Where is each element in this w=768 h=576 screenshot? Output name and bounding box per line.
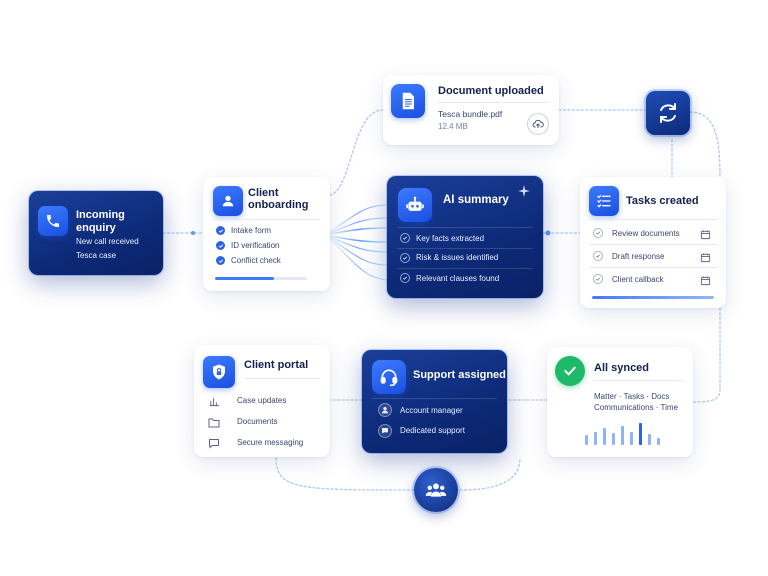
ai-summary-title: AI summary <box>443 194 509 206</box>
divider <box>438 102 550 103</box>
headset-icon <box>372 360 406 394</box>
divider <box>244 378 320 379</box>
user-icon <box>378 403 392 417</box>
divider <box>213 219 320 220</box>
onboarding-item: Intake form <box>231 226 272 235</box>
sync-bar <box>612 433 615 445</box>
tasks-progress <box>592 296 714 299</box>
portal-item: Documents <box>237 417 278 426</box>
task-item: Client callback <box>612 275 664 284</box>
check-icon <box>216 226 225 235</box>
refresh-icon[interactable] <box>646 91 690 135</box>
shield-lock-icon <box>203 356 235 388</box>
onboarding-item: ID verification <box>231 241 280 250</box>
incoming-title: Incoming enquiry <box>76 209 125 234</box>
ai-summary-card[interactable]: AI summary Key facts extracted Risk & is… <box>387 176 543 298</box>
onboarding-item: Conflict check <box>231 256 281 265</box>
ai-summary-item: Relevant clauses found <box>416 274 500 283</box>
divider <box>594 380 684 381</box>
folder-icon <box>208 416 220 428</box>
sync-bar <box>585 435 588 445</box>
check-icon <box>216 241 225 250</box>
check-circle-icon <box>593 228 603 238</box>
phone-icon <box>38 206 68 236</box>
divider <box>589 244 717 245</box>
incoming-line-2: Tesca case <box>76 251 117 260</box>
check-circle-icon <box>400 233 410 243</box>
sync-bar <box>639 423 642 445</box>
cloud-upload-icon[interactable] <box>527 113 549 135</box>
sparkle-icon <box>517 184 531 203</box>
sync-bar <box>657 438 660 445</box>
check-circle-icon <box>593 274 603 284</box>
portal-title: Client portal <box>244 359 309 371</box>
synced-line-1: Matter · Tasks · Docs <box>594 392 670 401</box>
chat-bubble-icon <box>378 424 392 438</box>
divider <box>589 219 717 220</box>
onboarding-title-line-2: onboarding <box>248 199 309 211</box>
document-title: Document uploaded <box>438 85 544 97</box>
sync-bar <box>630 432 633 445</box>
client-onboarding-card[interactable]: Client onboarding Intake form ID verific… <box>203 177 330 291</box>
calendar-icon[interactable] <box>700 227 711 245</box>
calendar-icon[interactable] <box>700 273 711 291</box>
synced-line-2: Communications · Time <box>594 403 679 412</box>
document-uploaded-card[interactable]: Document uploaded Tesca bundle.pdf 12.4 … <box>383 75 559 145</box>
check-icon <box>216 256 225 265</box>
ai-summary-item: Key facts extracted <box>416 234 485 243</box>
tasks-created-card[interactable]: Tasks created Review documents Draft res… <box>580 177 726 308</box>
task-item: Draft response <box>612 252 665 261</box>
document-file-size: 12.4 MB <box>438 122 468 131</box>
incoming-enquiry-card[interactable]: Incoming enquiry New call received Tesca… <box>29 191 163 275</box>
divider <box>589 267 717 268</box>
task-item: Review documents <box>612 229 680 238</box>
portal-item: Secure messaging <box>237 438 304 447</box>
ai-summary-item: Risk & issues identified <box>416 253 499 262</box>
sync-bar <box>621 426 624 445</box>
bar-chart-icon <box>208 395 220 407</box>
divider <box>397 227 533 228</box>
support-item: Account manager <box>400 406 463 415</box>
divider <box>372 398 497 399</box>
check-circle-icon <box>400 253 410 263</box>
client-portal-card[interactable]: Client portal Case updates Documents Sec… <box>194 345 330 457</box>
onboarding-progress <box>215 277 307 280</box>
onboarding-title-line-1: Client <box>248 187 279 199</box>
sync-activity-bars <box>585 421 665 445</box>
portal-item: Case updates <box>237 396 287 405</box>
all-synced-card[interactable]: All synced Matter · Tasks · Docs Communi… <box>547 347 693 457</box>
sync-bar <box>648 434 651 445</box>
document-icon <box>391 84 425 118</box>
check-circle-icon <box>400 273 410 283</box>
sync-bar <box>603 428 606 445</box>
divider <box>397 268 533 269</box>
document-file-name: Tesca bundle.pdf <box>438 109 503 119</box>
calendar-icon[interactable] <box>700 250 711 268</box>
team-icon[interactable] <box>414 468 458 512</box>
divider <box>397 248 533 249</box>
checkmark-icon <box>555 356 585 386</box>
support-item: Dedicated support <box>400 426 465 435</box>
support-title: Support assigned <box>413 369 506 381</box>
synced-title: All synced <box>594 362 650 374</box>
check-circle-icon <box>593 251 603 261</box>
support-assigned-card[interactable]: Support assigned Account manager Dedicat… <box>362 350 507 453</box>
tasks-title: Tasks created <box>626 195 699 207</box>
incoming-line-1: New call received <box>76 237 139 246</box>
robot-icon <box>398 188 432 222</box>
person-icon <box>213 186 243 216</box>
sync-bar <box>594 432 597 445</box>
chat-icon <box>208 437 220 449</box>
checklist-icon <box>589 186 619 216</box>
